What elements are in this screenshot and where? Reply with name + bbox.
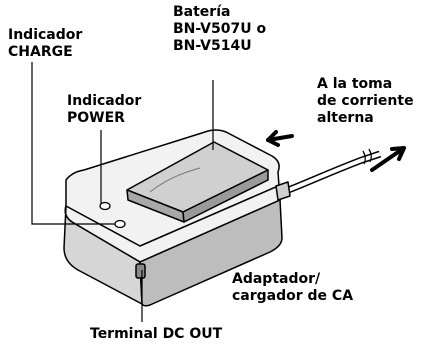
insert-arrow [266, 130, 294, 147]
battery-pack [126, 141, 269, 223]
battery-label: Batería BN-V507U o BN-V514U [173, 4, 267, 54]
leader-charge [31, 62, 115, 225]
cord-break-mark [362, 148, 372, 165]
ac-outlet-label: A la toma de corriente alterna [317, 76, 414, 126]
adapter-label: Adaptador/ cargador de CA [232, 271, 354, 304]
dc-out-terminal-label: Terminal DC OUT [90, 326, 223, 342]
power-indicator-lamp [99, 201, 111, 211]
ac-direction-arrow [370, 146, 406, 172]
charge-indicator-lamp [114, 219, 126, 229]
power-indicator-label: Indicador POWER [67, 93, 142, 126]
charge-indicator-label: Indicador CHARGE [8, 27, 83, 60]
leader-lines [31, 62, 214, 322]
